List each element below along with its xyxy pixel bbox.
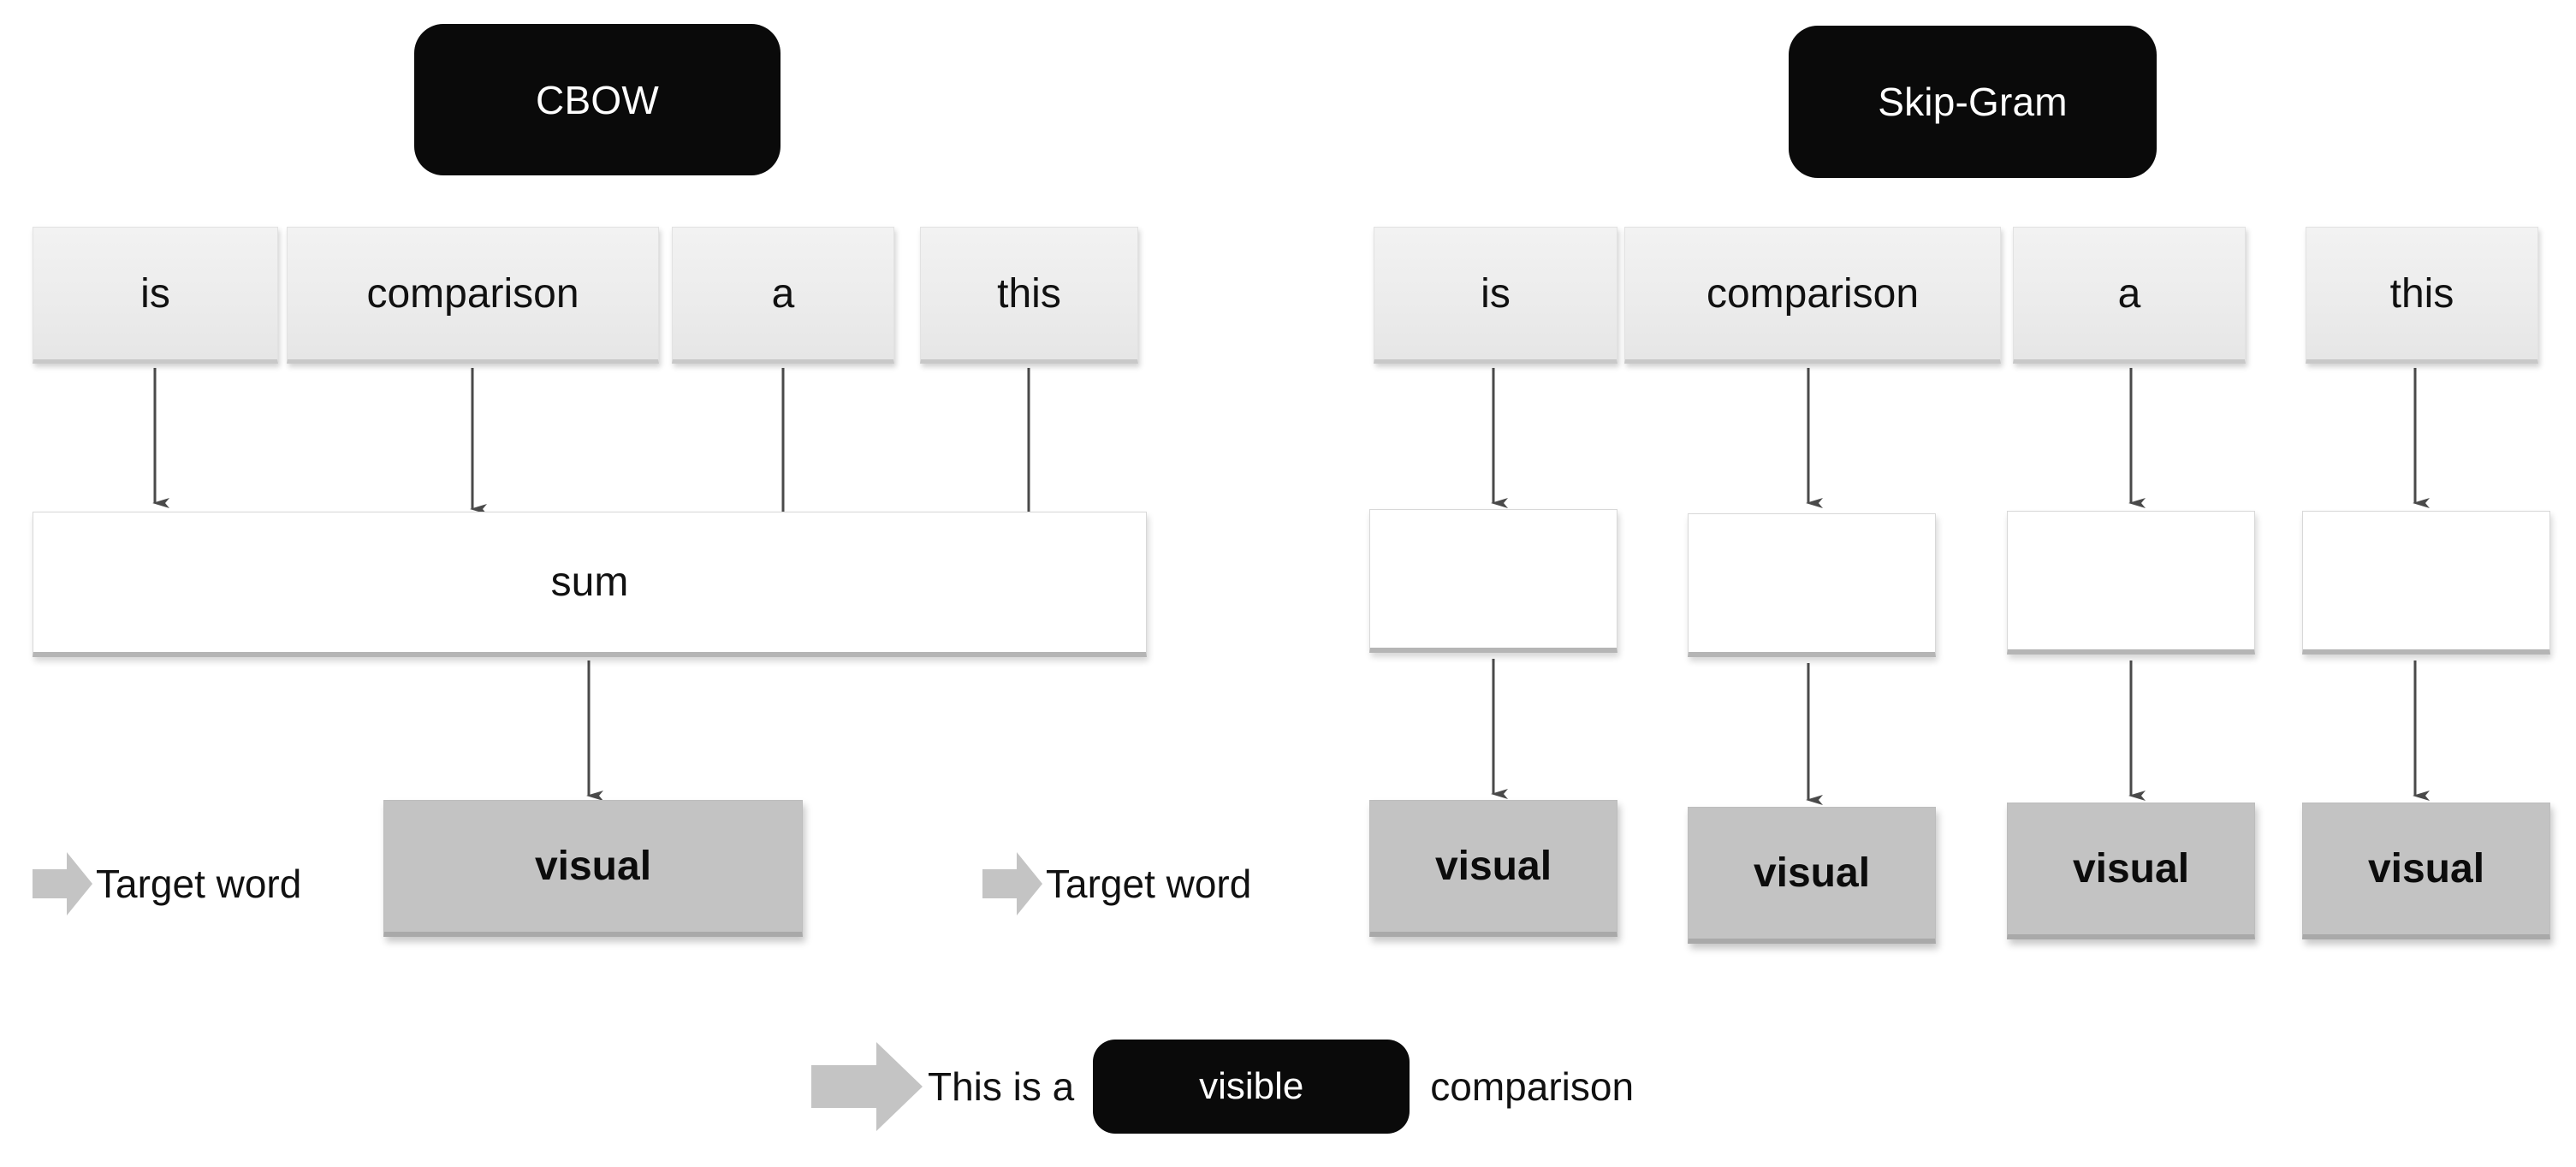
skipgram-target-word-box-2[interactable]: visual [1688, 807, 1936, 944]
skipgram-context-word-3[interactable]: a [2013, 227, 2246, 364]
bottom-caption-highlight-label: visible [1199, 1065, 1304, 1107]
skipgram-title-pill: Skip-Gram [1789, 26, 2157, 178]
cbow-sum-box[interactable]: sum [33, 512, 1147, 657]
cbow-context-word-4-label: this [997, 270, 1061, 317]
block-arrow-right-icon [982, 851, 1042, 915]
skipgram-projection-box-3[interactable] [2007, 511, 2255, 655]
skipgram-context-word-1-label: is [1481, 270, 1511, 317]
cbow-target-word-box-1-label: visual [534, 844, 652, 889]
skipgram-context-word-2-label: comparison [1706, 270, 1920, 317]
cbow-target-word-row: Target word [33, 843, 803, 924]
skipgram-target-word-row: Target word [982, 843, 1582, 924]
bottom-caption-prefix: This is a [928, 1064, 1075, 1109]
block-arrow-right-icon [33, 851, 92, 915]
skipgram-context-word-2[interactable]: comparison [1624, 227, 2001, 364]
bottom-caption-highlight-pill: visible [1093, 1040, 1410, 1134]
skipgram-projection-box-1[interactable] [1369, 509, 1617, 653]
skipgram-context-word-4[interactable]: this [2306, 227, 2538, 364]
cbow-context-word-2-label: comparison [366, 270, 579, 317]
cbow-context-word-3[interactable]: a [672, 227, 894, 364]
skipgram-projection-box-4[interactable] [2302, 511, 2550, 655]
skipgram-projection-box-2[interactable] [1688, 513, 1936, 657]
skipgram-target-word-box-1-label: visual [1434, 844, 1552, 889]
skipgram-target-word-box-1[interactable]: visual [1369, 800, 1617, 937]
skipgram-context-word-3-label: a [2117, 270, 2141, 317]
skipgram-target-word-box-3-label: visual [2072, 846, 2190, 892]
skipgram-target-word-box-2-label: visual [1753, 850, 1871, 896]
skipgram-title-label: Skip-Gram [1878, 80, 2068, 124]
skipgram-target-word-box-4-label: visual [2367, 846, 2485, 892]
cbow-context-word-4[interactable]: this [920, 227, 1138, 364]
block-arrow-right-icon [811, 1042, 923, 1131]
skipgram-target-word-box-4[interactable]: visual [2302, 803, 2550, 939]
cbow-context-word-1-label: is [140, 270, 170, 317]
cbow-context-word-2[interactable]: comparison [287, 227, 659, 364]
cbow-title-pill: CBOW [414, 24, 781, 175]
cbow-target-word-label: Target word [96, 861, 302, 906]
cbow-target-word-box-1[interactable]: visual [383, 800, 803, 937]
cbow-context-word-1[interactable]: is [33, 227, 278, 364]
cbow-sum-label: sum [550, 560, 629, 605]
skipgram-context-word-4-label: this [2389, 270, 2454, 317]
skipgram-target-word-box-3[interactable]: visual [2007, 803, 2255, 939]
cbow-title-label: CBOW [536, 77, 659, 122]
cbow-context-word-3-label: a [771, 270, 795, 317]
bottom-caption: This is a visible comparison [811, 1031, 2181, 1142]
skipgram-context-word-1[interactable]: is [1374, 227, 1617, 364]
skipgram-target-word-label: Target word [1046, 861, 1252, 906]
bottom-caption-suffix: comparison [1430, 1064, 1635, 1109]
